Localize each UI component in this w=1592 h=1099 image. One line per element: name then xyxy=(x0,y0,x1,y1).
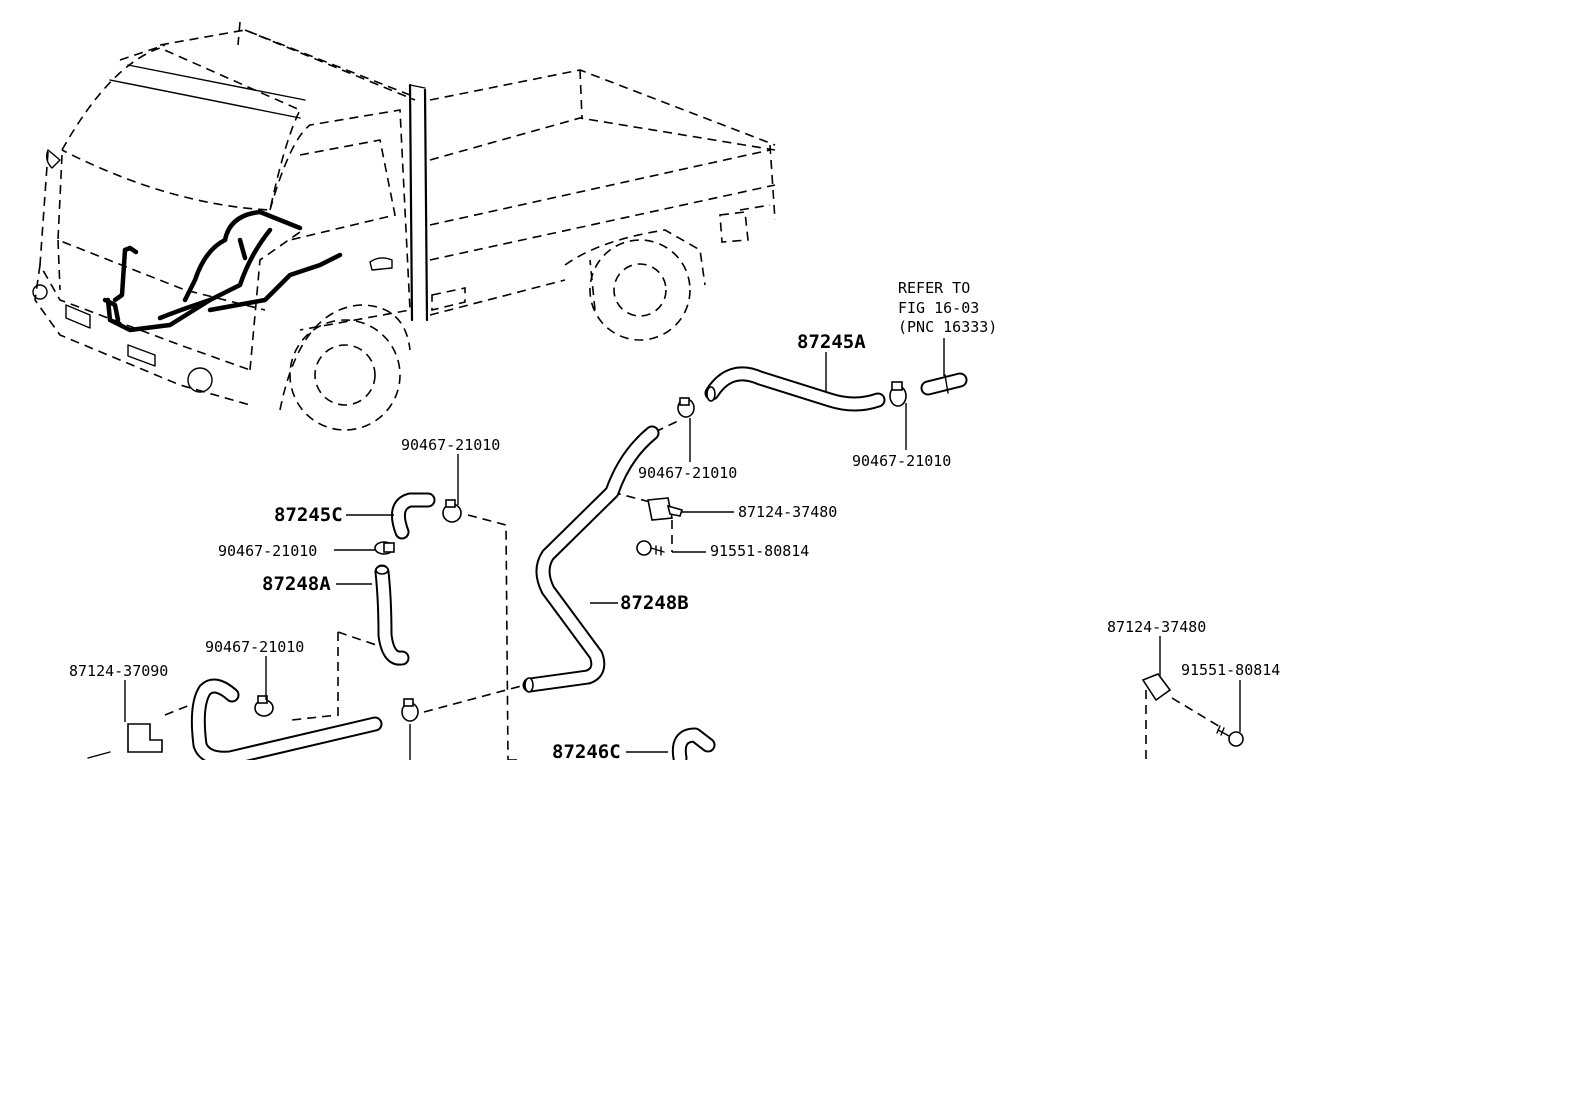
assembly-lines xyxy=(164,419,1223,766)
hose-87245A xyxy=(704,366,886,412)
clip-icon xyxy=(127,497,1172,753)
label-bolt-right: 91551-80814 xyxy=(1181,661,1280,679)
label-87245C: 87245C xyxy=(274,504,343,526)
label-bolt-center: 91551-80814 xyxy=(710,542,809,560)
label-clip-right: 87124-37480 xyxy=(1107,618,1206,636)
label-87246C: 87246C xyxy=(552,741,621,763)
hose-87246C xyxy=(671,727,716,766)
bolt-icon xyxy=(87,540,1244,759)
label-87248B: 87248B xyxy=(620,592,689,614)
label-clip-left: 87124-37090 xyxy=(69,662,168,680)
label-clamp-upper: 90467-21010 xyxy=(401,436,500,454)
truck-illustration xyxy=(32,21,776,431)
leader-lines xyxy=(124,338,1241,760)
hose-lower-left xyxy=(190,678,383,766)
hose-stub-right xyxy=(920,372,968,396)
note-line-2: FIG 16-03 xyxy=(898,299,979,317)
hose-87248B xyxy=(522,425,660,693)
blank-area xyxy=(0,760,1592,1099)
reference-note: REFER TO FIG 16-03 (PNC 16333) xyxy=(898,279,997,336)
label-clamp-lower: 90467-21010 xyxy=(205,638,304,656)
hose-87248A xyxy=(374,564,410,666)
clamp-icon xyxy=(254,381,907,722)
label-clamp-mid: 90467-21010 xyxy=(218,542,317,560)
label-87245A: 87245A xyxy=(797,331,866,353)
note-line-3: (PNC 16333) xyxy=(898,318,997,336)
note-line-1: REFER TO xyxy=(898,279,970,297)
label-87248A: 87248A xyxy=(262,573,331,595)
label-clamp-right: 90467-21010 xyxy=(852,452,951,470)
label-clip-center: 87124-37480 xyxy=(738,503,837,521)
hose-87245C xyxy=(390,492,436,540)
label-clamp-center: 90467-21010 xyxy=(638,464,737,482)
